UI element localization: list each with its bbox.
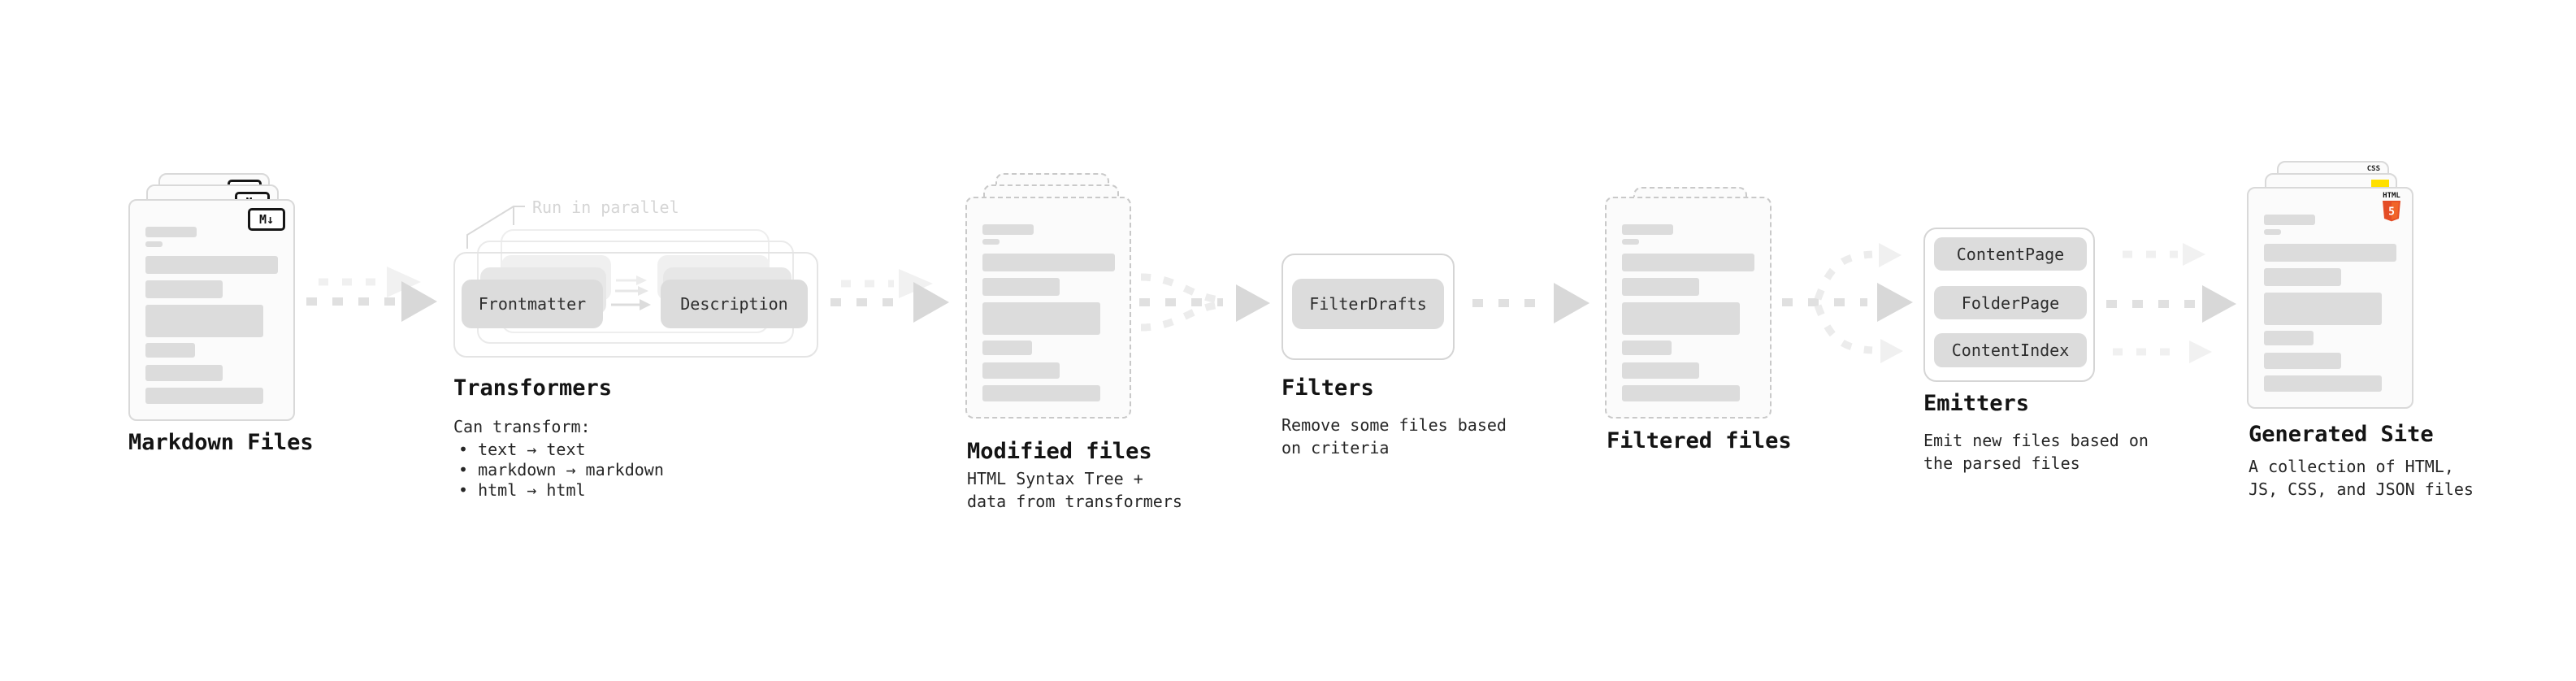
frontmatter-button: Frontmatter <box>462 280 603 328</box>
svg-text:5: 5 <box>2388 206 2395 218</box>
filtered-files-label: Filtered files <box>1607 428 1792 453</box>
generated-site-description-line1: A collection of HTML, <box>2249 457 2454 476</box>
transformers-label: Transformers <box>453 375 613 401</box>
emitters-label: Emitters <box>1923 391 2030 416</box>
js-icon <box>2371 180 2389 188</box>
contentindex-button: ContentIndex <box>1934 333 2087 367</box>
modified-files-description-line1: HTML Syntax Tree + <box>967 469 1143 488</box>
transform-bullet-html: html → html <box>458 479 585 501</box>
arrow-emitters-to-site <box>2106 243 2236 363</box>
folderpage-button: FolderPage <box>1934 286 2087 319</box>
filters-box <box>1281 254 1455 360</box>
emitters-description-line2: the parsed files <box>1923 453 2080 473</box>
markdown-file-card-front: M↓ <box>128 199 295 421</box>
filters-label: Filters <box>1281 375 1374 401</box>
transform-bullet-text: text → text <box>458 439 585 460</box>
transformer-box-front <box>453 252 818 358</box>
modified-file-card-front <box>965 197 1131 419</box>
modified-files-description-line2: data from transformers <box>967 492 1182 511</box>
document-placeholder-lines <box>2264 215 2396 392</box>
arrow-transformers-to-modified <box>830 269 949 323</box>
filtered-file-card-front <box>1605 197 1772 419</box>
document-placeholder-lines <box>982 224 1115 401</box>
run-in-parallel-label: Run in parallel <box>532 197 679 217</box>
document-placeholder-lines <box>145 227 278 404</box>
filters-description-line1: Remove some files based <box>1281 415 1507 435</box>
arrow-filtered-to-emitters-split <box>1782 243 1913 363</box>
html5-shield: 5 <box>2383 200 2400 222</box>
markdown-files-label: Markdown Files <box>128 430 314 455</box>
transformers-note-title: Can transform: <box>453 417 591 436</box>
transform-bullet-markdown: markdown → markdown <box>458 459 664 480</box>
contentpage-button: ContentPage <box>1934 237 2087 271</box>
filters-description-line2: on criteria <box>1281 438 1390 458</box>
generated-site-description-line2: JS, CSS, and JSON files <box>2249 479 2474 499</box>
markdown-icon: M↓ <box>248 208 285 231</box>
filterdrafts-button: FilterDrafts <box>1292 279 1444 329</box>
generated-html-file-card: HTML 5 <box>2247 187 2413 409</box>
arrow-filters-to-filtered <box>1472 283 1589 323</box>
generated-site-label: Generated Site <box>2249 422 2434 447</box>
html5-icon: HTML 5 <box>2381 192 2402 225</box>
modified-files-label: Modified files <box>967 439 1152 464</box>
arrow-modified-to-filters-merge <box>1139 273 1270 332</box>
emitters-box <box>1923 228 2095 382</box>
description-button: Description <box>661 280 808 328</box>
emitters-description-line1: Emit new files based on <box>1923 431 2149 450</box>
arrow-markdown-to-transformers <box>306 267 437 322</box>
document-placeholder-lines <box>1622 224 1754 401</box>
